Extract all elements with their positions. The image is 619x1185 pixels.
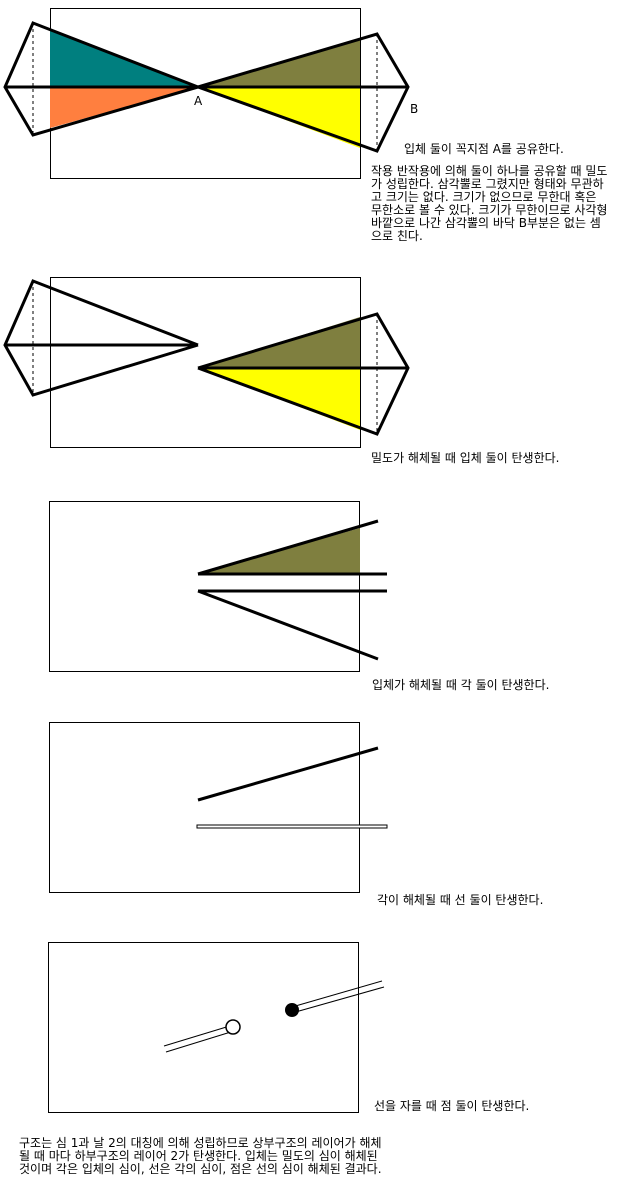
caption-1: 입체 둘이 꼭지점 A를 공유한다. (404, 142, 564, 156)
conclusion: 구조는 심 1과 날 2의 대칭에 의해 성립하므로 상부구조의 레이어가 해체… (19, 1137, 382, 1176)
filled-point (285, 1003, 299, 1017)
vertex-label-a: A (194, 94, 203, 108)
figure-density-dissolved (3, 277, 410, 448)
line-thick (197, 746, 379, 802)
caption-3: 입체가 해체될 때 각 둘이 탄생한다. (372, 678, 550, 692)
right-segment-a (291, 980, 383, 1008)
figure-lines-born (49, 722, 388, 893)
figure-shared-vertex: A B (3, 8, 418, 179)
line-double (196, 824, 388, 829)
angle-lower-edge (197, 589, 379, 661)
caption-4: 각이 해체될 때 선 둘이 탄생한다. (377, 893, 544, 907)
left-pyramid-outline (3, 279, 199, 397)
frame (48, 942, 359, 1113)
conclusion-line-1: 구조는 심 1과 날 2의 대칭에 의해 성립하므로 상부구조의 레이어가 해체 (19, 1136, 382, 1150)
figure-angles-born (49, 501, 387, 672)
conclusion-line-3: 것이며 각은 입체의 심이, 선은 각의 심이, 점은 선의 심이 해체된 결과… (19, 1162, 382, 1176)
frame (50, 277, 361, 448)
angle-upper-edge (197, 519, 379, 576)
caption-2: 밀도가 해체될 때 입체 둘이 탄생한다. (371, 451, 560, 465)
right-segment-b (291, 986, 385, 1014)
base-label-b: B (410, 102, 418, 116)
description-1: 작용 반작용에 의해 둘이 하나를 공유할 때 밀도가 성립한다. 삼각뿔로 그… (371, 164, 608, 243)
frame (49, 501, 360, 672)
left-segment-a (163, 1024, 234, 1047)
conclusion-line-2: 될 때 마다 하부구조의 레이어 2가 탄생한다. 입체는 밀도의 심이 해체된 (19, 1149, 378, 1163)
left-segment-b (165, 1030, 235, 1053)
figure-points-born (48, 942, 385, 1113)
caption-5: 선을 자를 때 점 둘이 탄생한다. (374, 1099, 530, 1113)
hollow-point (225, 1019, 241, 1035)
frame (49, 722, 360, 893)
